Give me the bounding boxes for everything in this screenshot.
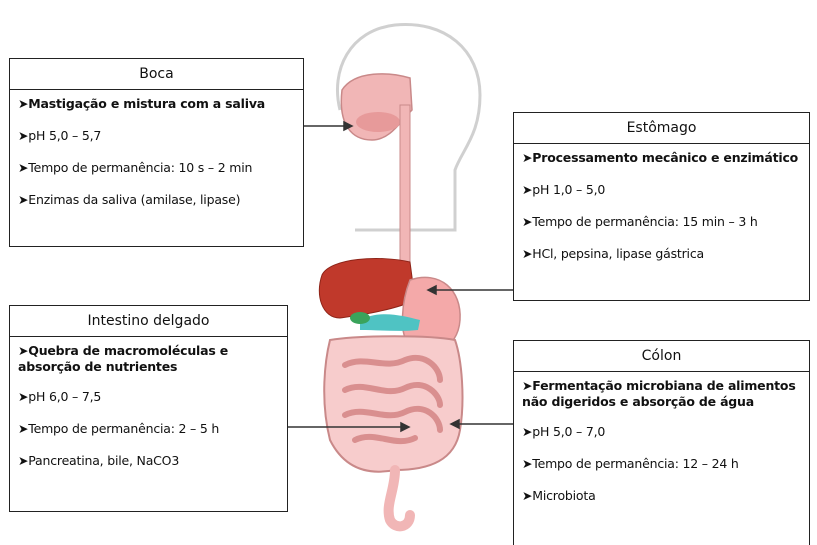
intestino-item-1: ➤Quebra de macromoléculas e absorção de … bbox=[18, 343, 279, 375]
intestino-item-2: ➤pH 6,0 – 7,5 bbox=[18, 389, 279, 405]
intestino-item-4: ➤Pancreatina, bile, NaCO3 bbox=[18, 453, 279, 469]
colon-item-3: ➤Tempo de permanência: 12 – 24 h bbox=[522, 456, 801, 472]
gallbladder bbox=[350, 312, 370, 324]
colon-item-1: ➤Fermentação microbiana de alimentos não… bbox=[522, 378, 801, 410]
estomago-item-4: ➤HCl, pepsina, lipase gástrica bbox=[522, 246, 801, 262]
tongue bbox=[356, 112, 400, 132]
boca-item-1: ➤Mastigação e mistura com a saliva bbox=[18, 96, 295, 112]
boca-item-4: ➤Enzimas da saliva (amilase, lipase) bbox=[18, 192, 295, 208]
boca-item-2: ➤pH 5,0 – 5,7 bbox=[18, 128, 295, 144]
colon-panel: Cólon ➤Fermentação microbiana de aliment… bbox=[513, 340, 810, 545]
boca-panel: Boca ➤Mastigação e mistura com a saliva … bbox=[9, 58, 304, 247]
boca-item-3: ➤Tempo de permanência: 10 s – 2 min bbox=[18, 160, 295, 176]
intestino-item-3: ➤Tempo de permanência: 2 – 5 h bbox=[18, 421, 279, 437]
rectum bbox=[389, 470, 410, 526]
colon-item-4: ➤Microbiota bbox=[522, 488, 801, 504]
estomago-item-3: ➤Tempo de permanência: 15 min – 3 h bbox=[522, 214, 801, 230]
boca-title: Boca bbox=[10, 59, 303, 90]
colon-title: Cólon bbox=[514, 341, 809, 372]
intestino-panel: Intestino delgado ➤Quebra de macromolécu… bbox=[9, 305, 288, 512]
estomago-item-1: ➤Processamento mecânico e enzimático bbox=[522, 150, 801, 166]
estomago-item-2: ➤pH 1,0 – 5,0 bbox=[522, 182, 801, 198]
esophagus bbox=[400, 105, 410, 280]
intestino-title: Intestino delgado bbox=[10, 306, 287, 337]
liver bbox=[319, 258, 415, 318]
colon-item-2: ➤pH 5,0 – 7,0 bbox=[522, 424, 801, 440]
estomago-panel: Estômago ➤Processamento mecânico e enzim… bbox=[513, 112, 810, 301]
estomago-title: Estômago bbox=[514, 113, 809, 144]
